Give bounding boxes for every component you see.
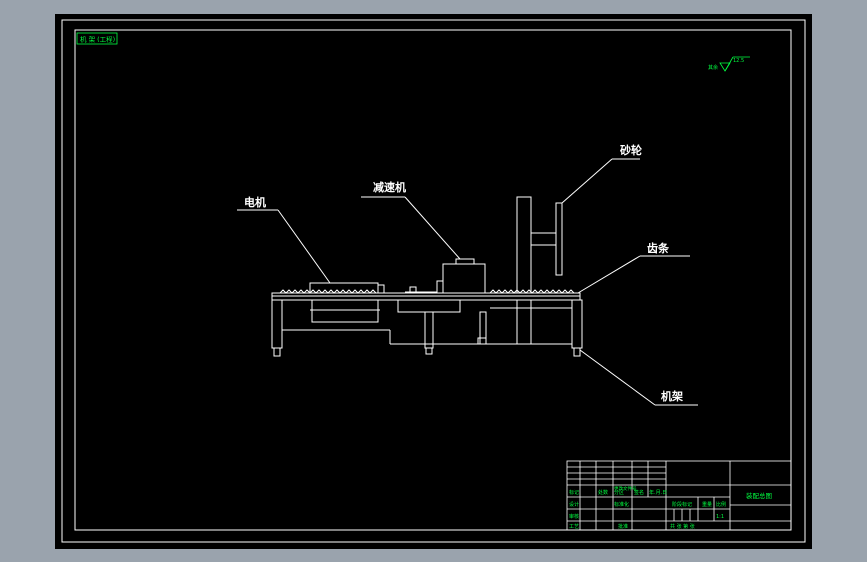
- tb-stage-mark: 阶段标记: [672, 501, 692, 508]
- title-block: 标记 处数 分区 更改文件号 签名 年.月.日 设计 标准化 审核 工艺 批准 …: [566, 460, 792, 531]
- outer-frame: [61, 19, 806, 543]
- tb-scale-value: 1:1: [716, 514, 724, 520]
- tb-cell: 签名: [634, 489, 644, 496]
- tb-weight: 重量: [702, 501, 712, 508]
- tb-cell: 审核: [569, 513, 579, 520]
- machine-assembly: [271, 196, 583, 357]
- tb-sheets: 共 张 第 张: [670, 523, 695, 530]
- label-rack: 齿条: [647, 241, 670, 255]
- tb-cell: 分区: [614, 489, 624, 496]
- tb-scale: 比例: [716, 501, 726, 508]
- tb-cell: 处数: [598, 489, 608, 496]
- drawing-tag: 机 架 (工程): [80, 35, 115, 44]
- tb-cell: 标记: [569, 489, 579, 496]
- label-frame: 机架: [661, 389, 683, 403]
- leader-lines: [237, 158, 698, 406]
- roughness-value: 12.5: [733, 58, 744, 64]
- sheet-background: [55, 14, 812, 549]
- tb-cell: 工艺: [569, 524, 579, 530]
- tb-cell: 批准: [618, 523, 628, 530]
- tb-cell: 年.月.日: [649, 489, 667, 496]
- label-motor: 电机: [244, 195, 266, 209]
- inner-frame: [74, 29, 792, 531]
- surface-note: 其余: [708, 64, 718, 71]
- label-grinding-wheel: 砂轮: [620, 143, 642, 157]
- tb-drawing-title: 装配总图: [746, 491, 772, 500]
- roughness-symbol: 其余 12.5: [708, 56, 750, 72]
- label-reducer: 减速机: [373, 180, 406, 194]
- tb-cell: 标准化: [614, 501, 629, 508]
- drawing-tag-box: [76, 32, 118, 45]
- tb-cell: 更改文件号: [614, 485, 637, 492]
- tb-cell: 设计: [569, 501, 579, 508]
